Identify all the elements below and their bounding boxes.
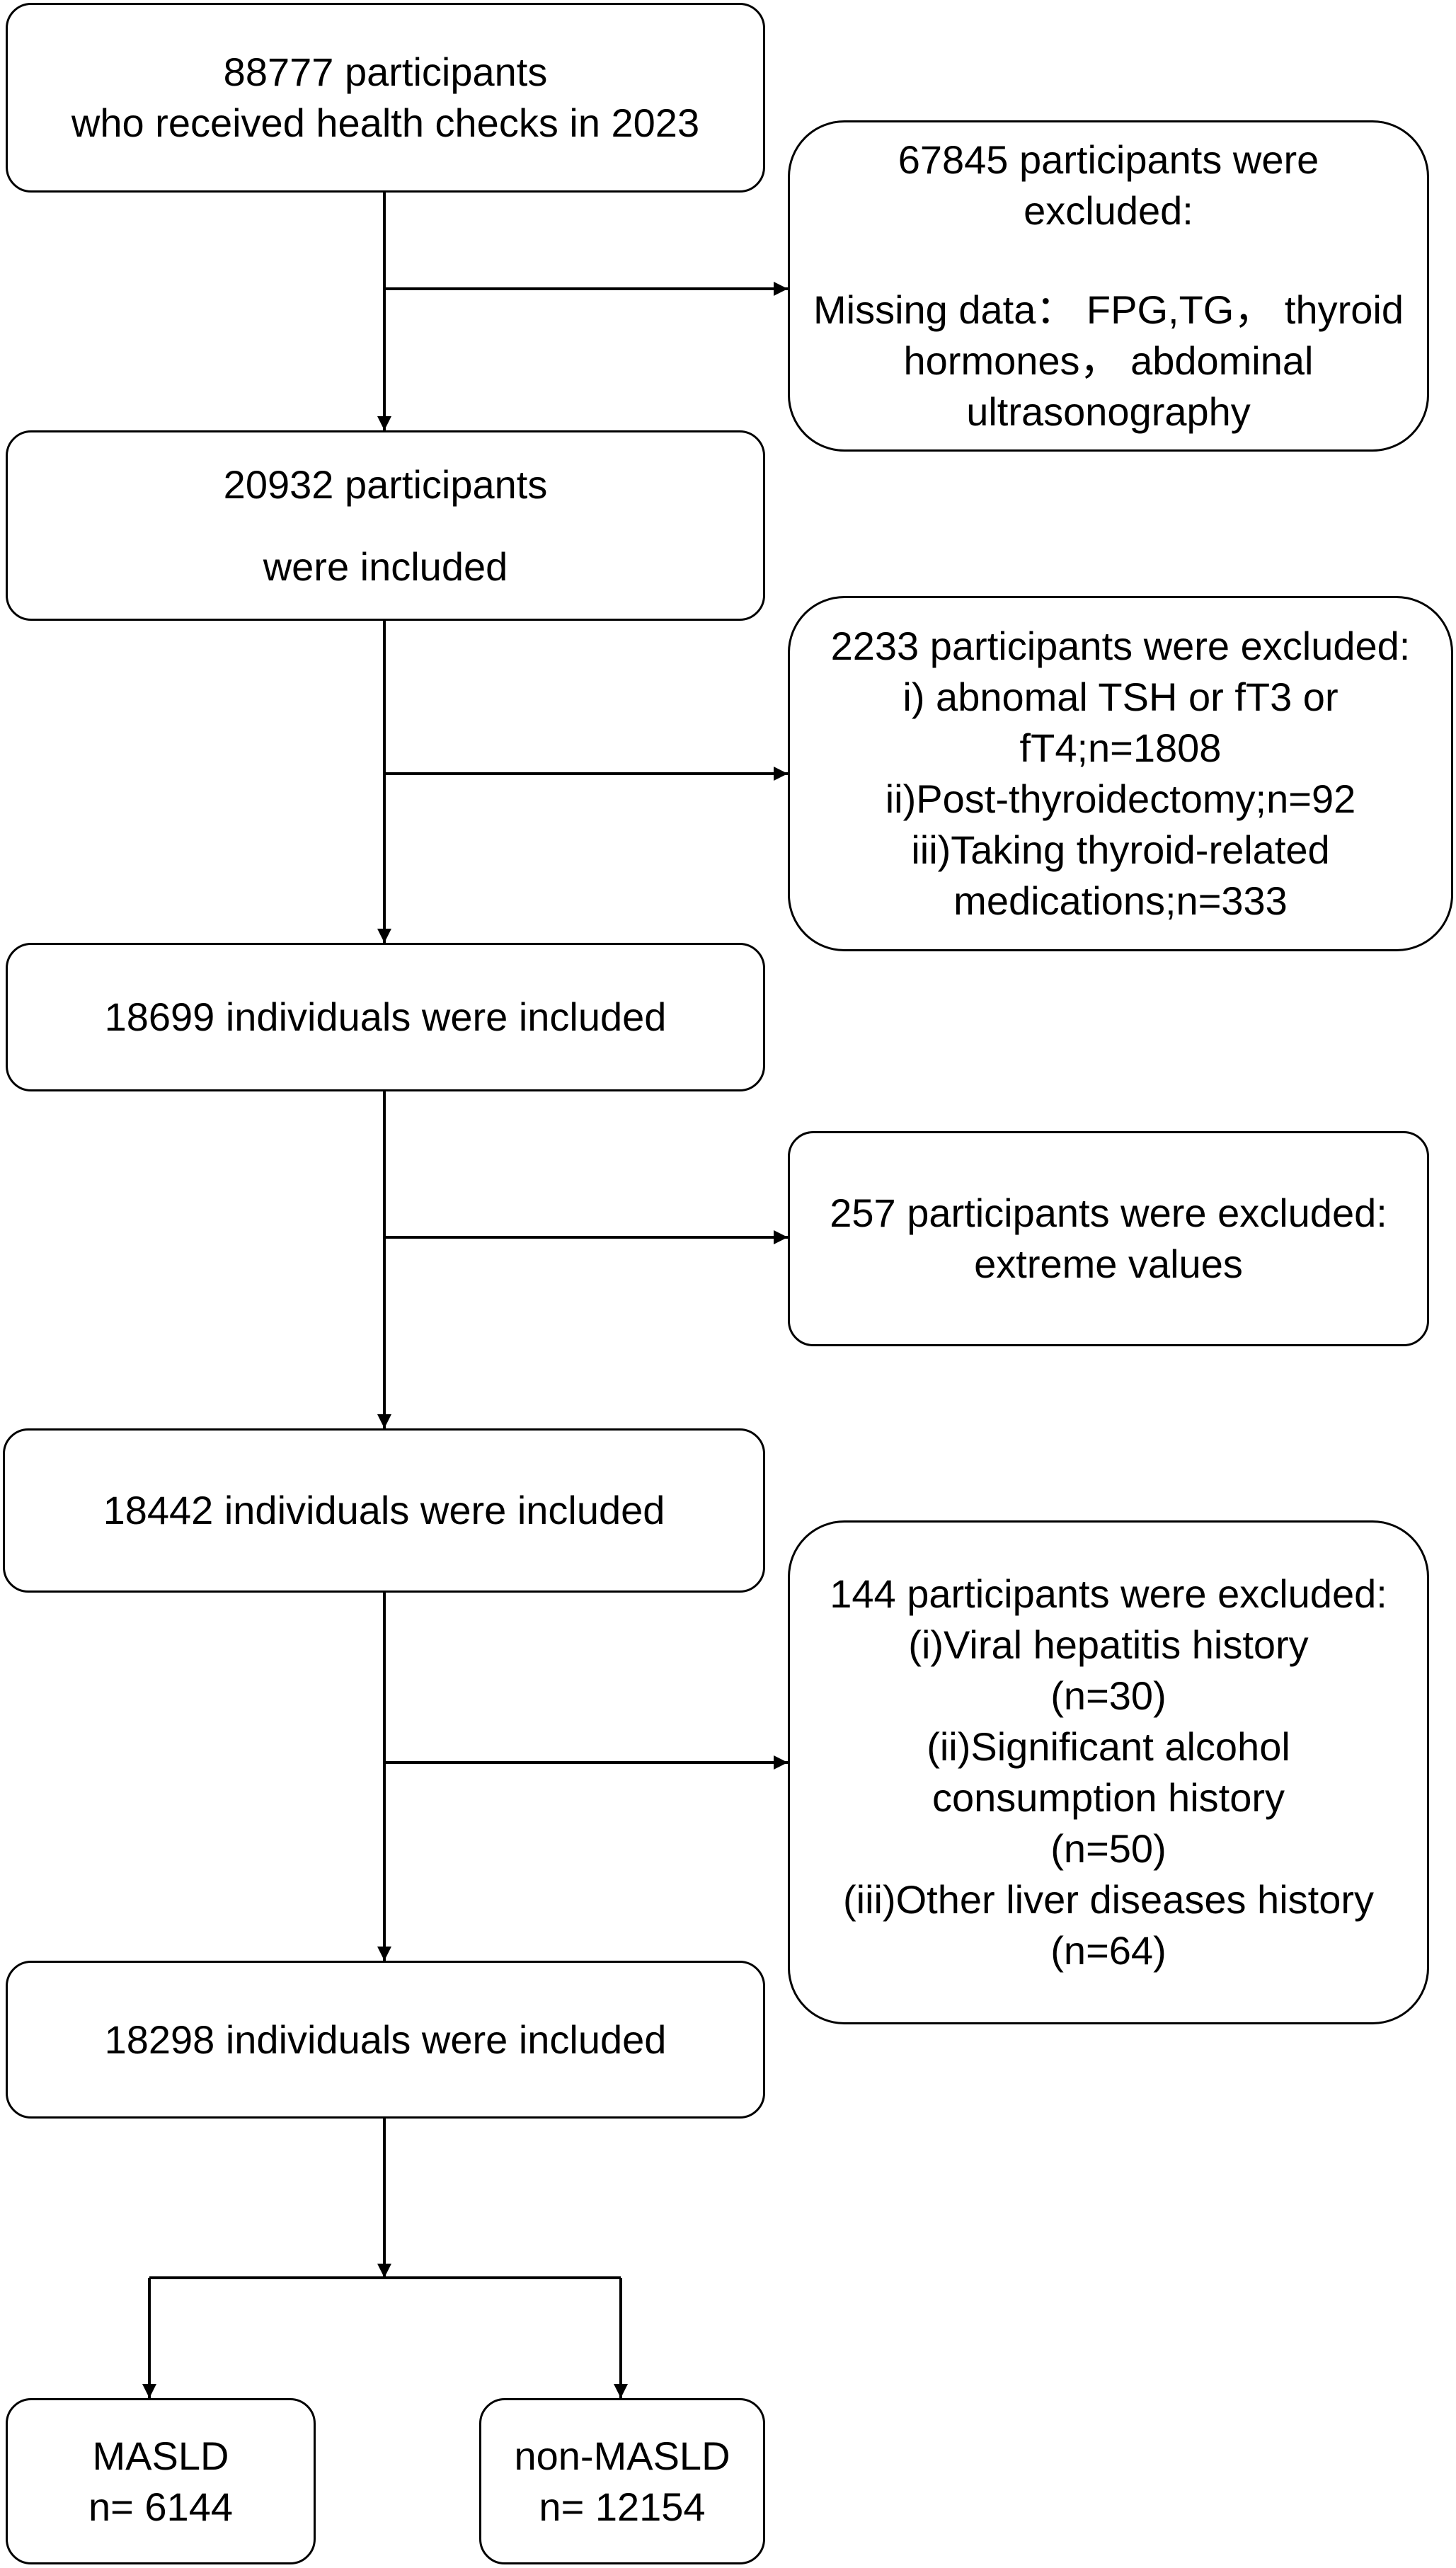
box-line: (iii)Other liver diseases history [843,1877,1374,1922]
box-line: n= 12154 [539,2484,706,2529]
box-line: (n=30) [1050,1673,1166,1718]
box-line: 18298 individuals were included [104,2017,667,2062]
box-line: (ii)Significant alcohol [927,1724,1290,1769]
box-line: 18699 individuals were included [104,994,667,1039]
box-line: 67845 participants were [898,137,1319,182]
box-line: extreme values [974,1242,1243,1286]
box-line: 20932 participants [223,462,548,507]
box-line: Missing data： FPG,TG， thyroid [813,287,1404,332]
exclusion-box-2: 2233 participants were excluded: i) abno… [788,596,1453,951]
box-line: n= 6144 [88,2484,233,2529]
box-line: ii)Post-thyroidectomy;n=92 [885,776,1356,821]
box-line: (n=50) [1050,1826,1166,1871]
main-box-5: 18298 individuals were included [6,1961,765,2119]
group-box-masld: MASLD n= 6144 [6,2398,316,2564]
box-line: 18442 individuals were included [103,1488,665,1532]
box-line: (n=64) [1050,1928,1166,1973]
exclusion-box-1: 67845 participants were excluded: Missin… [788,120,1429,452]
box-line: excluded: [1024,188,1193,233]
box-line: medications;n=333 [953,878,1288,923]
box-line: were included [263,544,508,589]
main-box-2: 20932 participants were included [6,430,765,621]
main-box-3: 18699 individuals were included [6,943,765,1091]
main-box-4: 18442 individuals were included [3,1428,765,1593]
box-line: consumption history [932,1775,1285,1820]
box-line: i) abnomal TSH or fT3 or [902,675,1339,719]
box-line: non-MASLD [514,2433,730,2478]
box-line: 88777 participants [223,50,548,94]
box-line: 257 participants were excluded: [830,1191,1387,1235]
box-line: 144 participants were excluded: [830,1571,1387,1616]
box-line: MASLD [92,2433,229,2478]
main-box-1: 88777 participants who received health c… [6,3,765,193]
exclusion-box-4: 144 participants were excluded: (i)Viral… [788,1520,1429,2024]
group-box-non-masld: non-MASLD n= 12154 [479,2398,765,2564]
box-line: ultrasonography [966,389,1251,434]
box-line: iii)Taking thyroid-related [911,827,1330,872]
box-line: 2233 participants were excluded: [830,624,1411,668]
box-line: (i)Viral hepatitis history [908,1622,1309,1667]
box-line: fT4;n=1808 [1019,726,1222,770]
box-line: who received health checks in 2023 [71,101,700,145]
exclusion-box-3: 257 participants were excluded: extreme … [788,1131,1429,1346]
box-line: hormones， abdominal [903,338,1314,383]
